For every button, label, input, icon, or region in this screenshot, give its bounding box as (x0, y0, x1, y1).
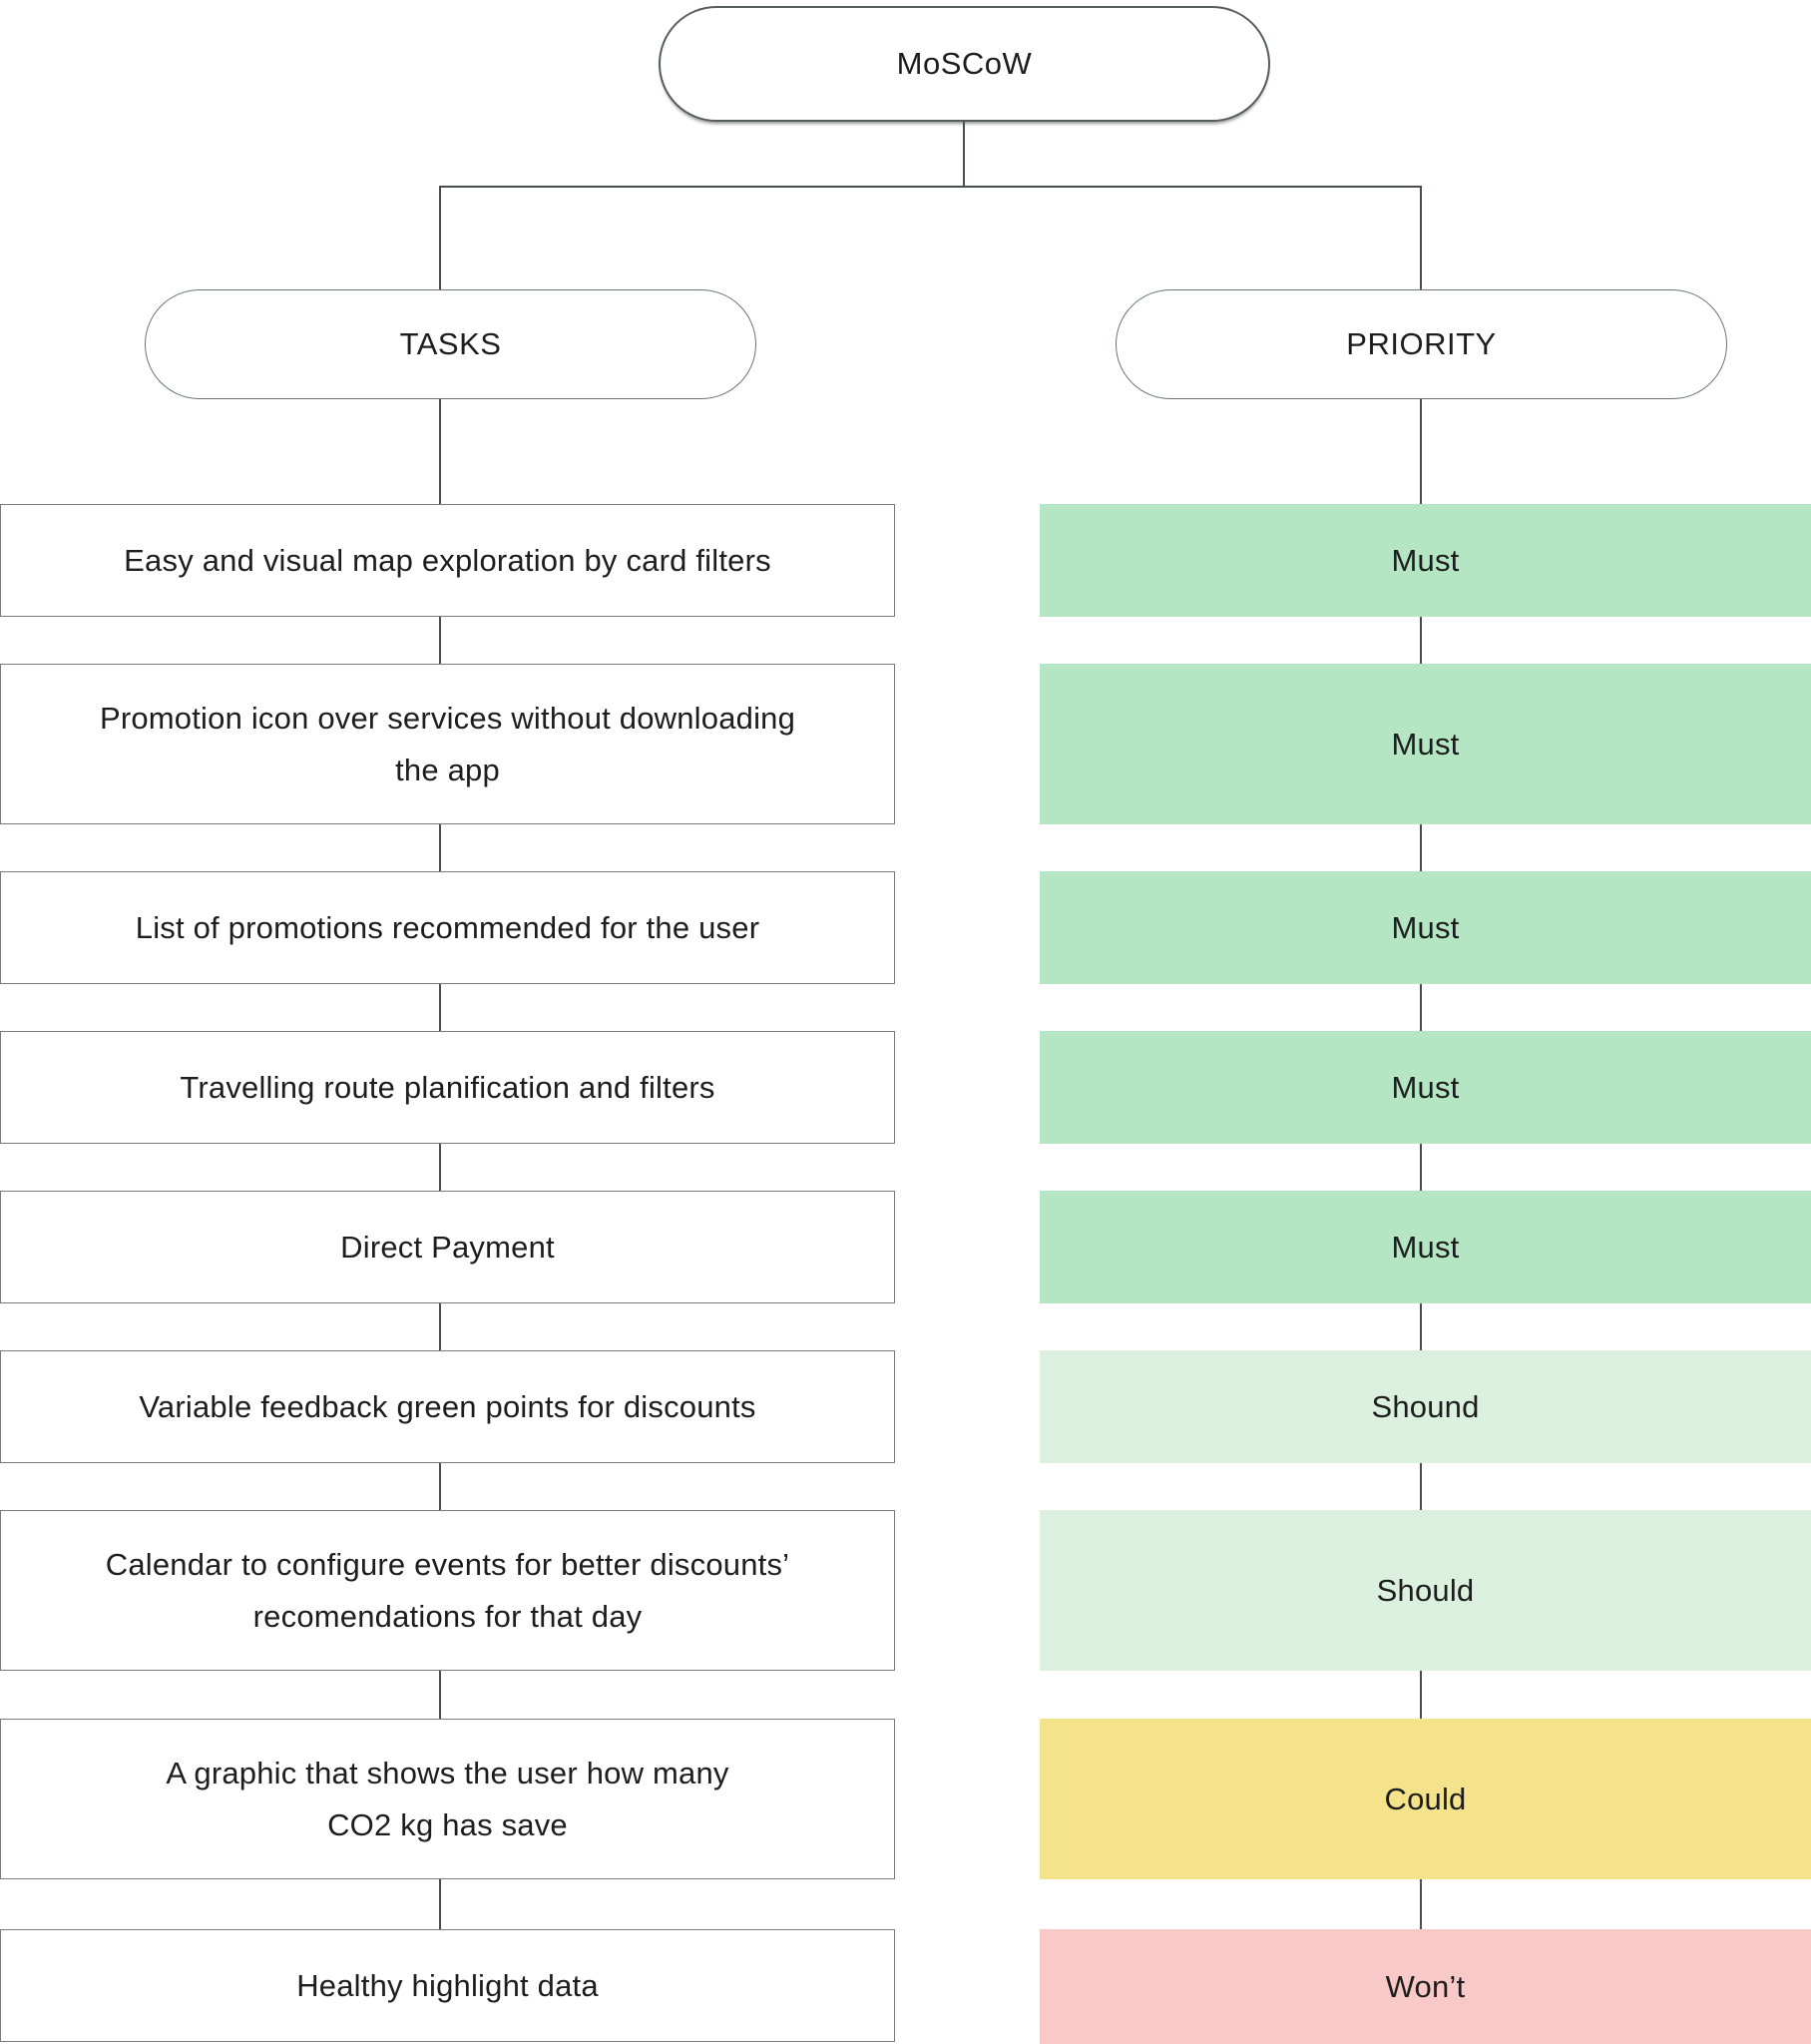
tasks-header-label: TASKS (399, 326, 502, 361)
priority-node: Shound (1040, 1350, 1811, 1463)
task-node: Variable feedback green points for disco… (0, 1350, 895, 1463)
task-line: List of promotions recommended for the u… (135, 909, 760, 945)
connector-line (439, 984, 441, 1031)
task-node: Travelling route planification and filte… (0, 1031, 895, 1144)
priority-node: Won’t (1040, 1929, 1811, 2044)
task-line: Variable feedback green points for disco… (139, 1388, 756, 1424)
priority-node: Must (1040, 504, 1811, 617)
connector-line (439, 1303, 441, 1350)
task-label: Promotion icon over services without dow… (100, 693, 795, 796)
connector-line (439, 399, 441, 504)
priority-label: Won’t (1385, 1968, 1466, 2004)
connector-line (1420, 1144, 1422, 1191)
task-line: A graphic that shows the user how many (166, 1755, 729, 1790)
connector-line (439, 1144, 441, 1191)
connector-line (1420, 1463, 1422, 1510)
task-label: Healthy highlight data (296, 1960, 599, 2012)
priority-node: Must (1040, 871, 1811, 984)
priority-label: Must (1391, 1229, 1460, 1265)
task-label: Direct Payment (340, 1222, 555, 1274)
task-node: A graphic that shows the user how many C… (0, 1719, 895, 1879)
priority-header-label: PRIORITY (1346, 326, 1497, 361)
connector-line (439, 1671, 441, 1719)
task-label: Travelling route planification and filte… (180, 1062, 714, 1114)
task-line: Easy and visual map exploration by card … (124, 542, 771, 578)
priority-node: Could (1040, 1719, 1811, 1879)
connector-line (439, 1879, 441, 1929)
connector-line (1420, 1671, 1422, 1719)
task-node: Calendar to configure events for better … (0, 1510, 895, 1671)
task-label: Easy and visual map exploration by card … (124, 535, 771, 587)
priority-node: Must (1040, 1191, 1811, 1303)
task-line: CO2 kg has save (327, 1806, 568, 1842)
task-line: the app (395, 752, 500, 787)
connector-line (1420, 399, 1422, 504)
connector-line (1420, 617, 1422, 664)
connector-line (1420, 186, 1422, 289)
task-label: Variable feedback green points for disco… (139, 1381, 755, 1433)
task-label: A graphic that shows the user how many C… (166, 1748, 728, 1851)
priority-node: Should (1040, 1510, 1811, 1671)
tasks-header-node: TASKS (145, 289, 756, 399)
priority-label: Must (1391, 542, 1460, 578)
connector-line (1420, 1879, 1422, 1929)
priority-label: Could (1384, 1781, 1467, 1816)
task-node: Easy and visual map exploration by card … (0, 504, 895, 617)
task-line: Calendar to configure events for better … (105, 1546, 790, 1582)
task-node: List of promotions recommended for the u… (0, 871, 895, 984)
task-line: Promotion icon over services without dow… (99, 700, 796, 736)
priority-node: Must (1040, 1031, 1811, 1144)
connector-line (439, 186, 1422, 188)
connector-line (1420, 984, 1422, 1031)
connector-line (439, 824, 441, 871)
priority-label: Must (1391, 909, 1460, 945)
connector-line (1420, 824, 1422, 871)
connector-line (439, 1463, 441, 1510)
priority-label: Must (1391, 726, 1460, 762)
priority-label: Should (1376, 1572, 1475, 1608)
task-node: Healthy highlight data (0, 1929, 895, 2042)
connector-line (1420, 1303, 1422, 1350)
priority-label: Must (1391, 1069, 1460, 1105)
task-line: recomendations for that day (252, 1598, 643, 1634)
task-line: Travelling route planification and filte… (180, 1069, 715, 1105)
root-node-label: MoSCoW (896, 46, 1033, 81)
connector-line (439, 617, 441, 664)
task-line: Healthy highlight data (296, 1967, 599, 2003)
priority-node: Must (1040, 664, 1811, 824)
connector-line (963, 122, 965, 186)
task-label: List of promotions recommended for the u… (136, 902, 759, 954)
task-node: Promotion icon over services without dow… (0, 664, 895, 824)
task-node: Direct Payment (0, 1191, 895, 1303)
root-node-moscow: MoSCoW (659, 6, 1270, 122)
task-label: Calendar to configure events for better … (106, 1539, 790, 1643)
connector-line (439, 186, 441, 289)
priority-header-node: PRIORITY (1116, 289, 1727, 399)
priority-label: Shound (1371, 1388, 1480, 1424)
task-line: Direct Payment (340, 1229, 555, 1265)
